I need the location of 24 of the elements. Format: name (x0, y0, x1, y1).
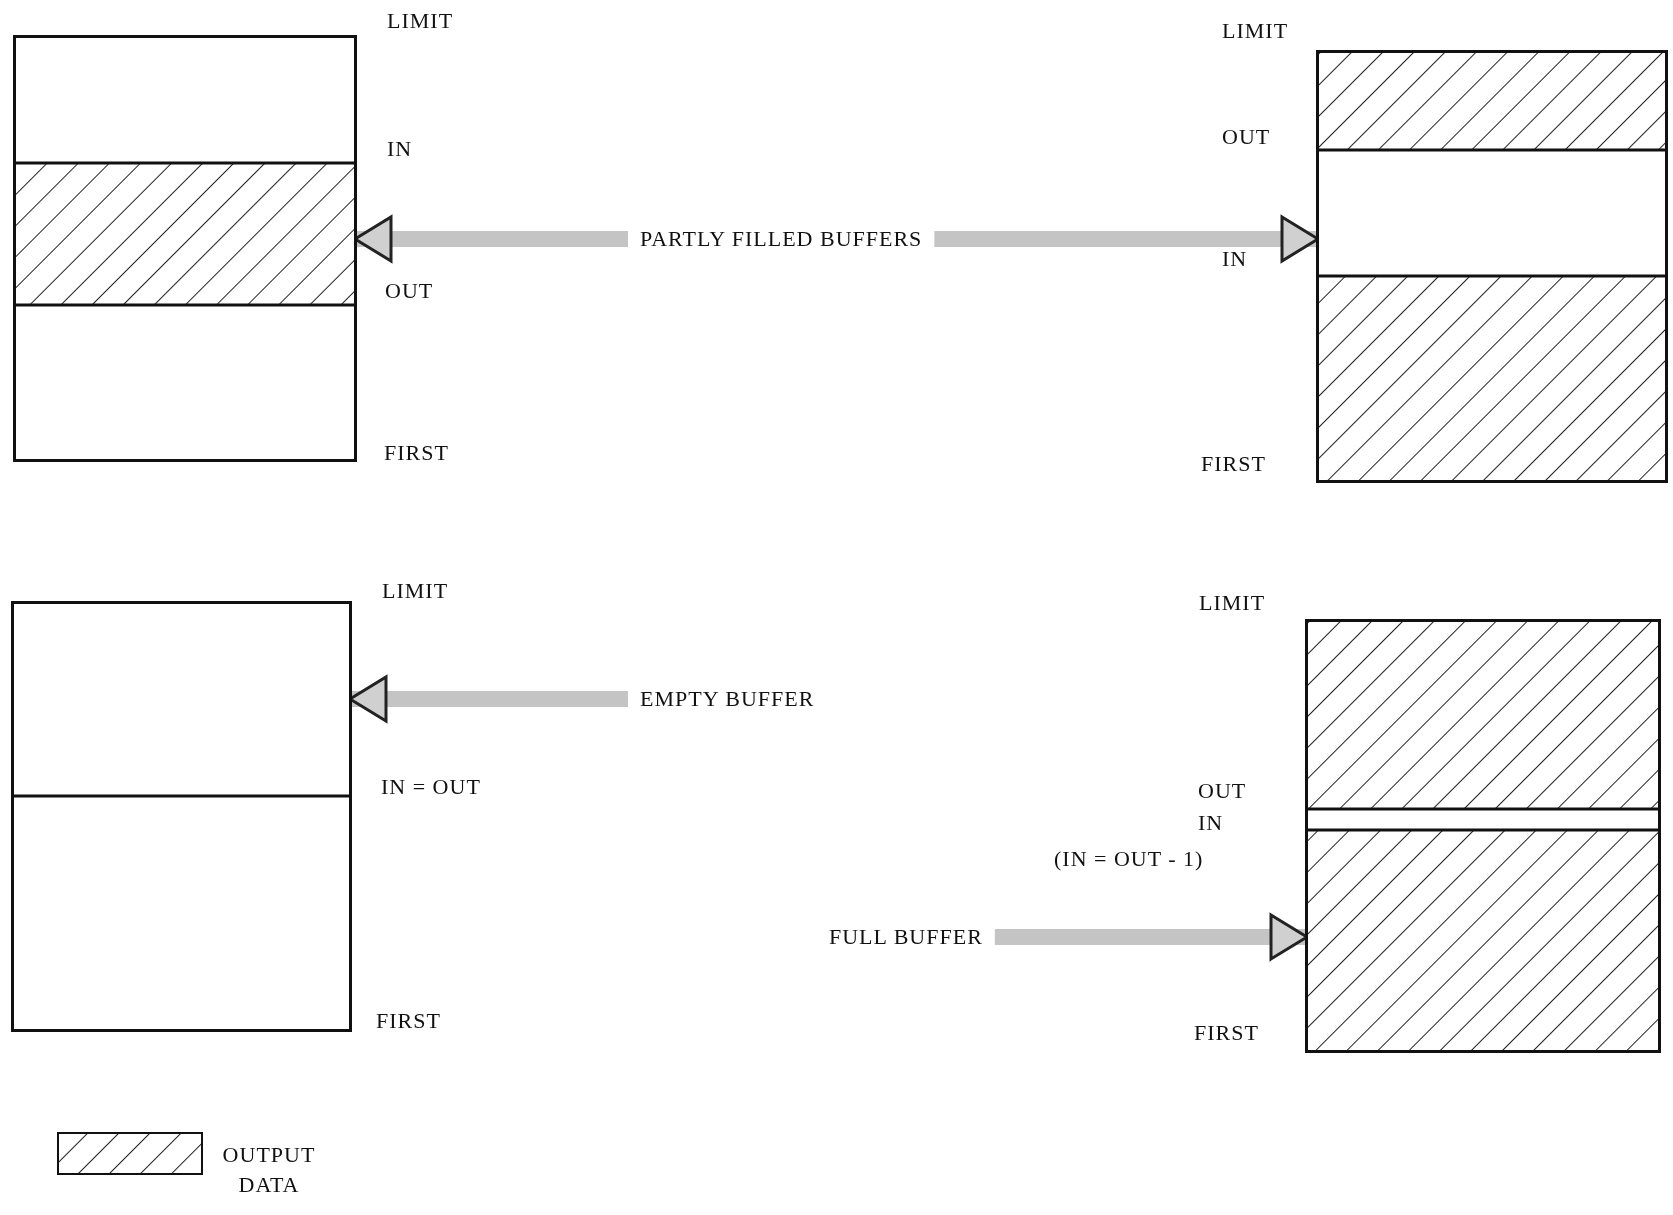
caption-text: FULL BUFFER (829, 924, 983, 949)
pointer-label: FIRST (1194, 1020, 1259, 1046)
pointer-label: OUT (1198, 778, 1247, 804)
pointer-label: OUT (385, 278, 434, 304)
buffer-box (13, 35, 357, 462)
caption-text: EMPTY BUFFER (640, 686, 815, 711)
caption-text: PARTLY FILLED BUFFERS (640, 226, 923, 251)
pointer-label: LIMIT (1222, 18, 1289, 44)
pointer-label: IN (1222, 246, 1248, 272)
pointer-label: IN (1198, 810, 1224, 836)
pointer-label: IN = OUT (381, 774, 481, 800)
buffer-box (1305, 619, 1661, 1053)
pointer-label: OUT (1222, 124, 1271, 150)
legend-label: OUTPUT DATA (221, 1141, 317, 1199)
pointer-label: IN (387, 136, 413, 162)
pointer-label: FIRST (1201, 451, 1266, 477)
pointer-label: FIRST (384, 440, 449, 466)
pointer-label: LIMIT (382, 578, 449, 604)
buffer-box (11, 601, 352, 1032)
pointer-label: FIRST (376, 1008, 441, 1034)
pointer-label: LIMIT (387, 8, 454, 34)
pointer-label: LIMIT (1199, 590, 1266, 616)
pointer-label: (IN = OUT - 1) (1054, 846, 1204, 872)
buffer-box (1316, 50, 1668, 483)
